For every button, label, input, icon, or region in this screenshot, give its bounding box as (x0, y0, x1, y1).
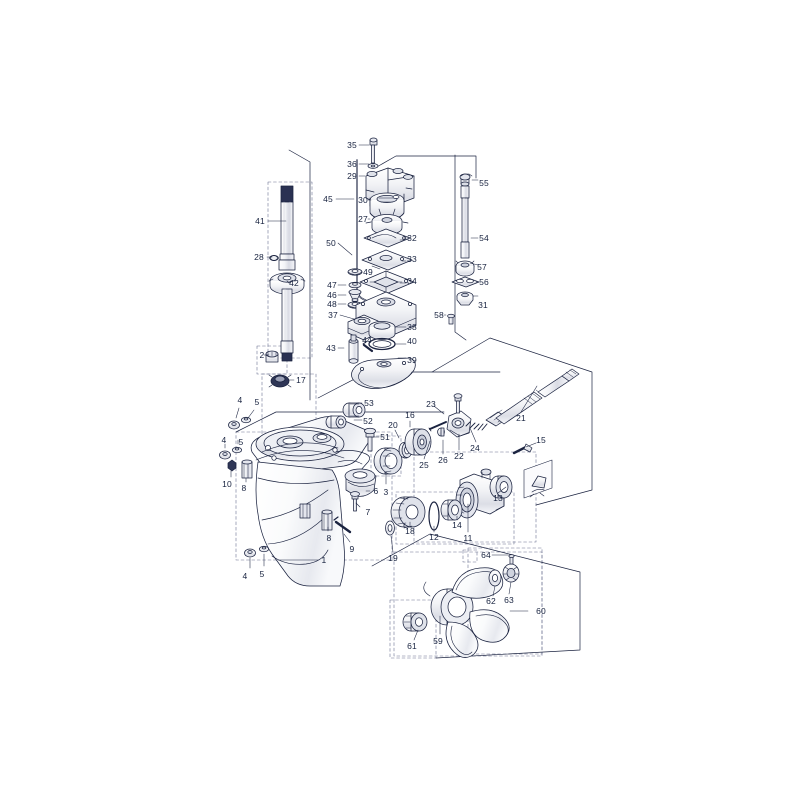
part-number-callout: 3 (383, 486, 389, 497)
part-number-callout: 4 (221, 434, 227, 445)
part-number-callout: 54 (479, 232, 489, 243)
part-number-callout: 8 (326, 532, 332, 543)
part-number-callout: 50 (326, 237, 336, 248)
part-number-callout: 48 (327, 298, 337, 309)
part-number-callout: 44 (362, 334, 372, 345)
part-number-callout: 59 (433, 635, 443, 646)
part-number-callout: 16 (405, 409, 415, 420)
part-number-callout: 11 (463, 532, 473, 543)
part-number-callout: 15 (536, 434, 546, 445)
part-number-callout: 14 (452, 519, 462, 530)
part-number-callout: 42 (289, 277, 299, 288)
part-number-callout: 51 (380, 431, 390, 442)
part-number-callout: 7 (365, 506, 371, 517)
part-number-callout: 32 (407, 232, 417, 243)
part-number-callout: 13 (493, 492, 503, 503)
part-number-callout: 43 (326, 342, 336, 353)
part-number-callout: 60 (536, 605, 546, 616)
part-number-callout: 62 (486, 595, 496, 606)
part-number-callout: 17 (296, 374, 306, 385)
part-number-callout: 5 (259, 568, 265, 579)
part-number-callout: 31 (478, 299, 488, 310)
part-number-callout: 55 (479, 177, 489, 188)
part-number-callout: 12 (429, 531, 439, 542)
part-number-callout: 63 (504, 594, 514, 605)
part-number-callout: 30 (358, 194, 368, 205)
part-number-callout: 6 (373, 485, 379, 496)
part-number-callout: 52 (363, 415, 373, 426)
part-number-callout: 2 (259, 349, 265, 360)
part-number-callout: 56 (479, 276, 489, 287)
part-number-callout: 4 (237, 394, 243, 405)
part-number-callout: 21 (516, 412, 526, 423)
part-number-callout: 33 (407, 253, 417, 264)
part-number-callout: 38 (407, 321, 417, 332)
part-number-callout: 28 (254, 251, 264, 262)
part-number-callout: 5 (238, 436, 244, 447)
part-number-callout: 9 (349, 543, 355, 554)
part-number-callout: 25 (419, 459, 429, 470)
part-number-callout: 8 (241, 482, 247, 493)
part-number-callout: 61 (407, 640, 417, 651)
part-number-callout: 40 (407, 335, 417, 346)
part-number-callout: 46 (327, 289, 337, 300)
part-number-callout: 37 (328, 309, 338, 320)
part-number-callout: 53 (364, 397, 374, 408)
part-number-callout: 64 (481, 549, 491, 560)
part-number-callout: 57 (477, 261, 487, 272)
part-number-callout: 22 (454, 450, 464, 461)
part-number-callout: 29 (347, 170, 357, 181)
part-number-callout: 20 (388, 419, 398, 430)
part-number-callout: 36 (347, 158, 357, 169)
part-number-callout: 26 (438, 454, 448, 465)
part-number-callout: 49 (363, 266, 373, 277)
part-number-callout: 39 (407, 354, 417, 365)
part-number-callout: 19 (388, 552, 398, 563)
part-number-callout: 1 (321, 554, 327, 565)
part-number-callout: 35 (347, 139, 357, 150)
part-number-callout: 10 (222, 478, 232, 489)
part-number-callout: 23 (426, 398, 436, 409)
part-number-callout: 5 (254, 396, 260, 407)
part-number-callout: 18 (405, 525, 415, 536)
part-number-callout: 41 (255, 215, 265, 226)
part-number-callout: 27 (358, 213, 368, 224)
part-number-callout: 47 (327, 279, 337, 290)
part-number-callout: 34 (407, 275, 417, 286)
part-number-callout: 45 (323, 193, 333, 204)
part-number-callout: 24 (470, 442, 480, 453)
part-number-callout: 4 (242, 570, 248, 581)
part-number-callout: 58 (434, 309, 444, 320)
